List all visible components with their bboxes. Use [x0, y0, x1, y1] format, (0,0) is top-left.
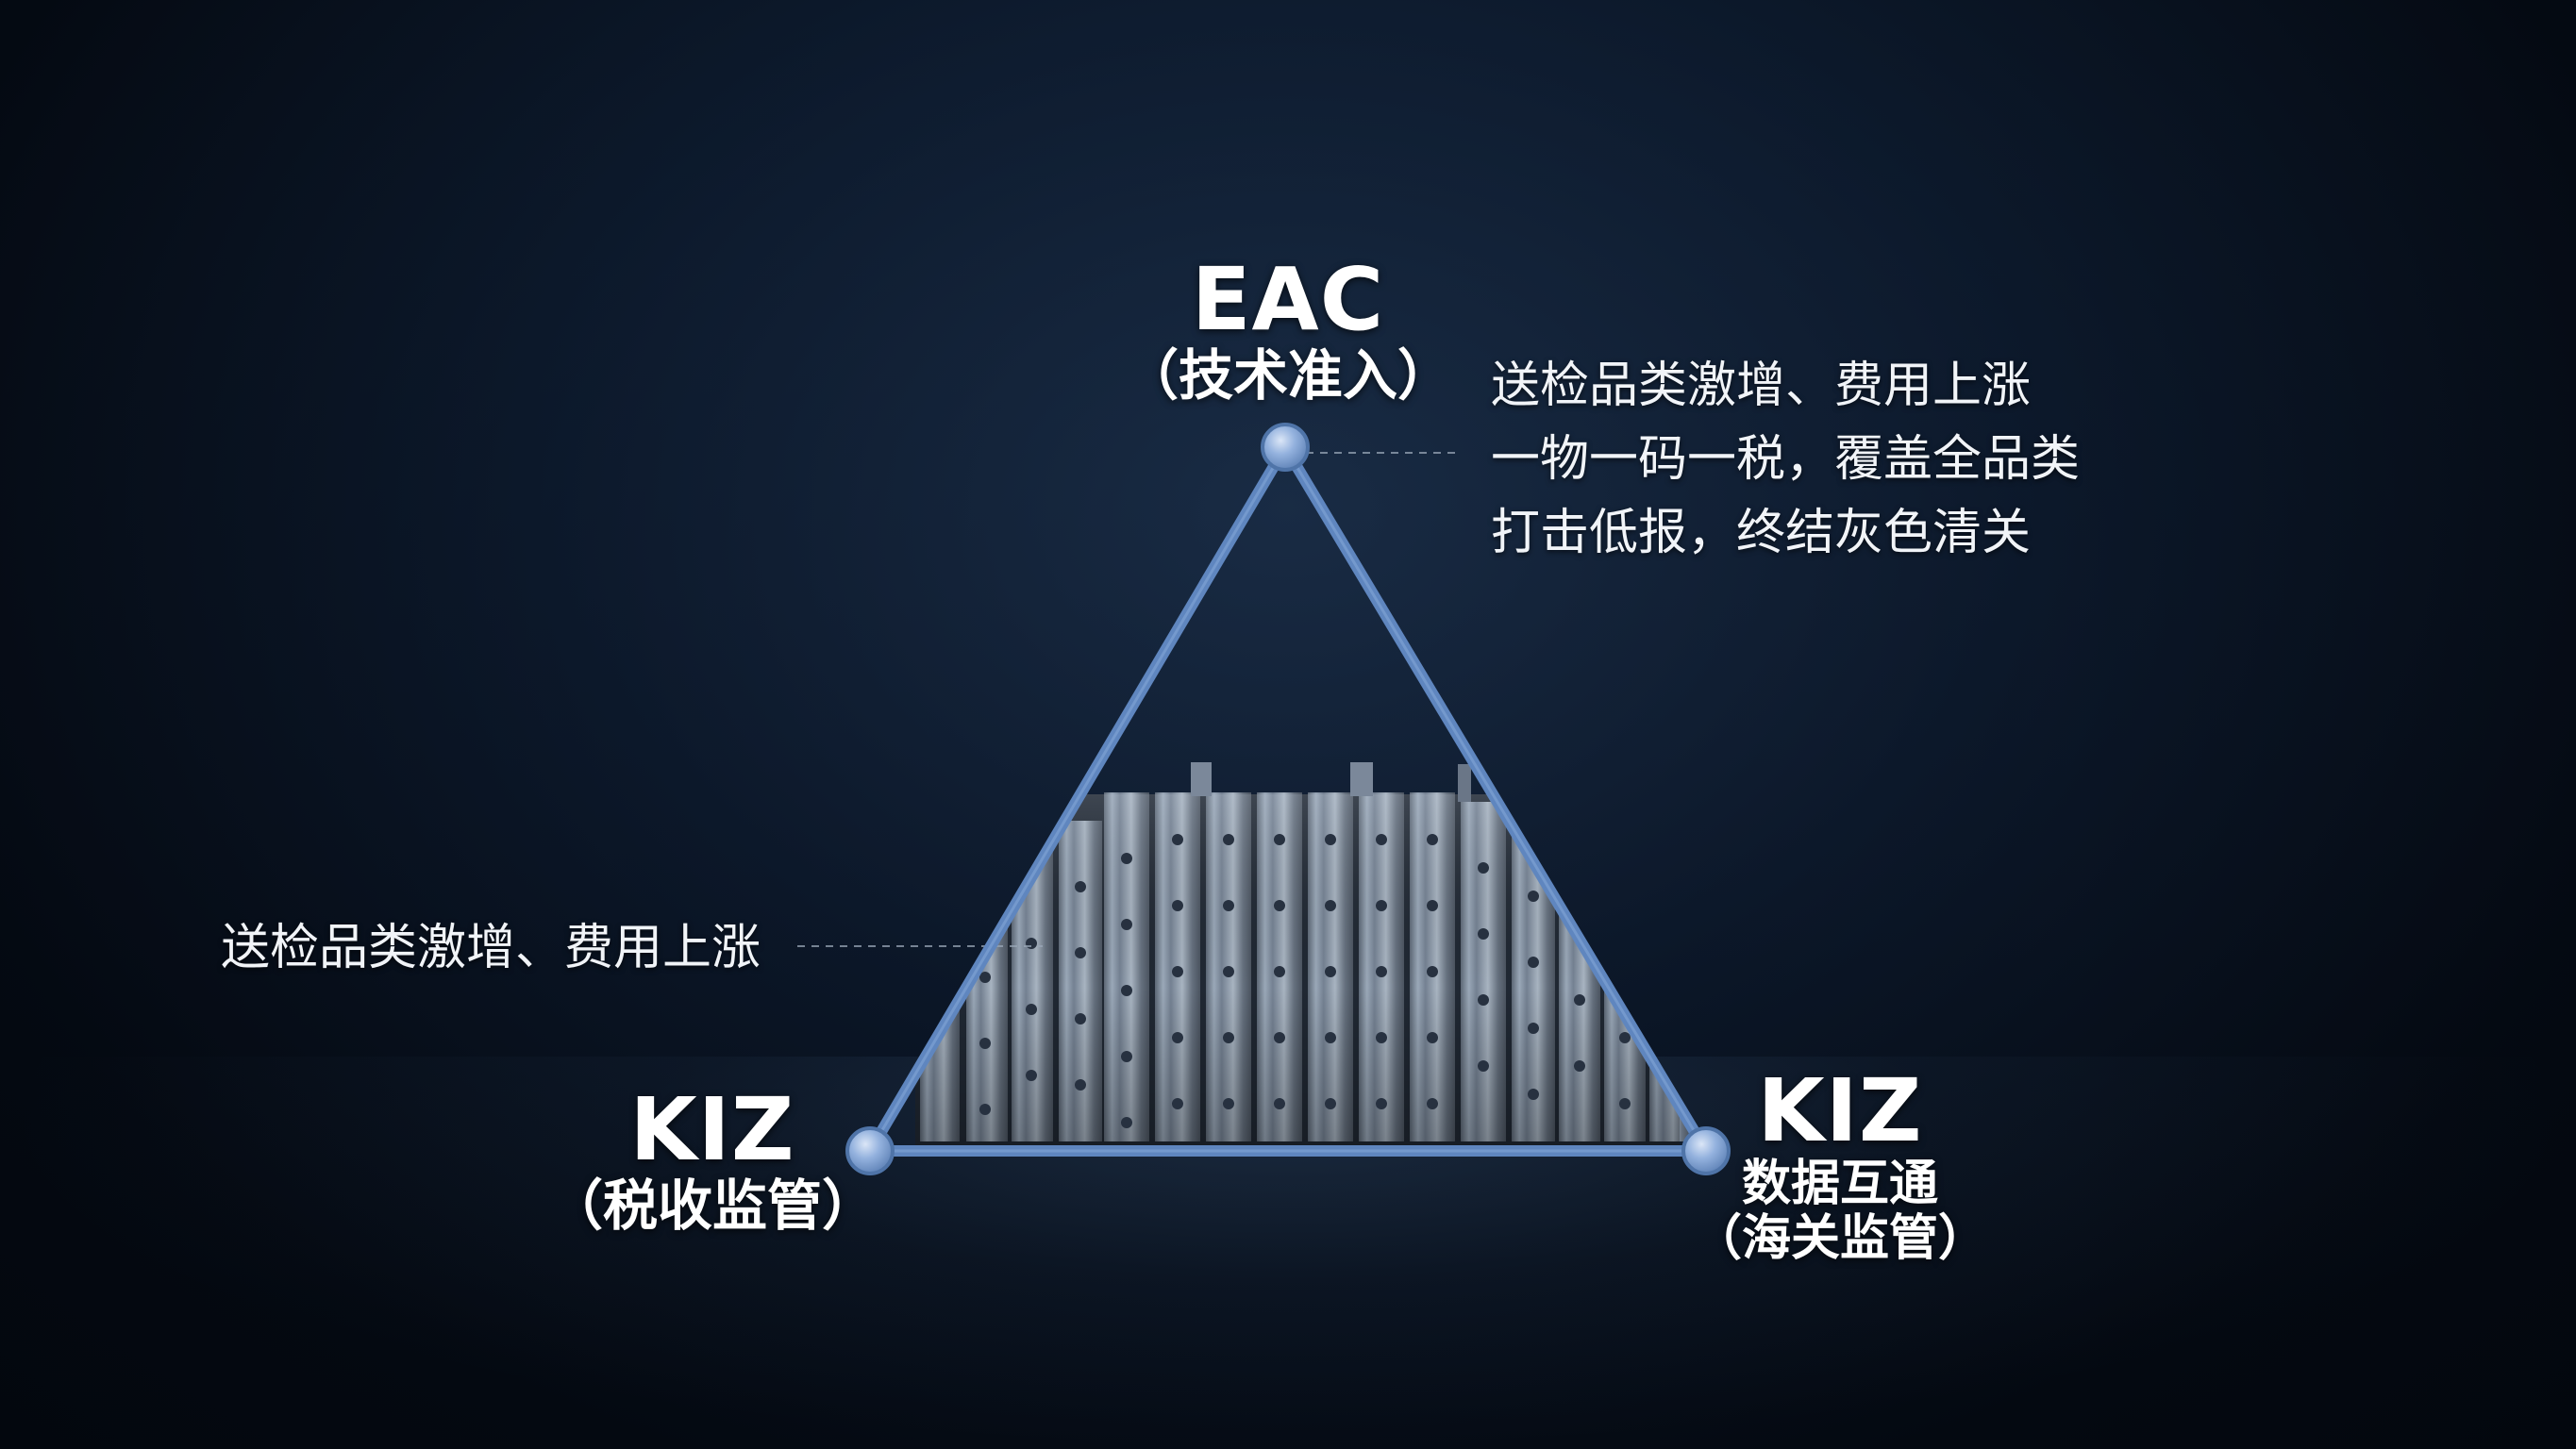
left-callout-line: 送检品类激增、费用上涨 [221, 920, 761, 976]
left-callout: 送检品类激增、费用上涨 [221, 911, 761, 985]
right-node [1681, 1126, 1731, 1175]
triangle-outline [864, 441, 1712, 1157]
left-vertex-title: KIZ [629, 1079, 795, 1180]
top-node [1261, 423, 1310, 472]
triangle-highlight [868, 445, 1708, 1153]
right-vertex-label: KIZ 数据互通 （海关监管） [1680, 1060, 2000, 1267]
right-vertex-title: KIZ [1757, 1060, 1923, 1161]
top-callout-line-1: 送检品类激增、费用上涨 [1491, 358, 2032, 414]
right-vertex-subtitle-1: 数据互通 [1741, 1156, 1938, 1212]
steel-wall-icon [915, 762, 1689, 1145]
left-node [845, 1126, 895, 1175]
top-callout-line-2: 一物一码一税，覆盖全品类 [1491, 431, 2081, 488]
top-callout-line-3: 打击低报，终结灰色清关 [1491, 505, 2032, 561]
left-vertex-subtitle: （税收监管） [547, 1174, 877, 1238]
top-vertex-label: EAC （技术准入） [1099, 249, 1477, 408]
right-vertex-subtitle-2: （海关监管） [1692, 1210, 1987, 1267]
top-vertex-title: EAC [1191, 249, 1385, 350]
top-callout: 送检品类激增、费用上涨 一物一码一税，覆盖全品类 打击低报，终结灰色清关 [1491, 349, 2080, 570]
left-vertex-label: KIZ （税收监管） [547, 1079, 878, 1238]
callout-connectors [797, 452, 1461, 947]
top-vertex-subtitle: （技术准入） [1123, 343, 1452, 408]
